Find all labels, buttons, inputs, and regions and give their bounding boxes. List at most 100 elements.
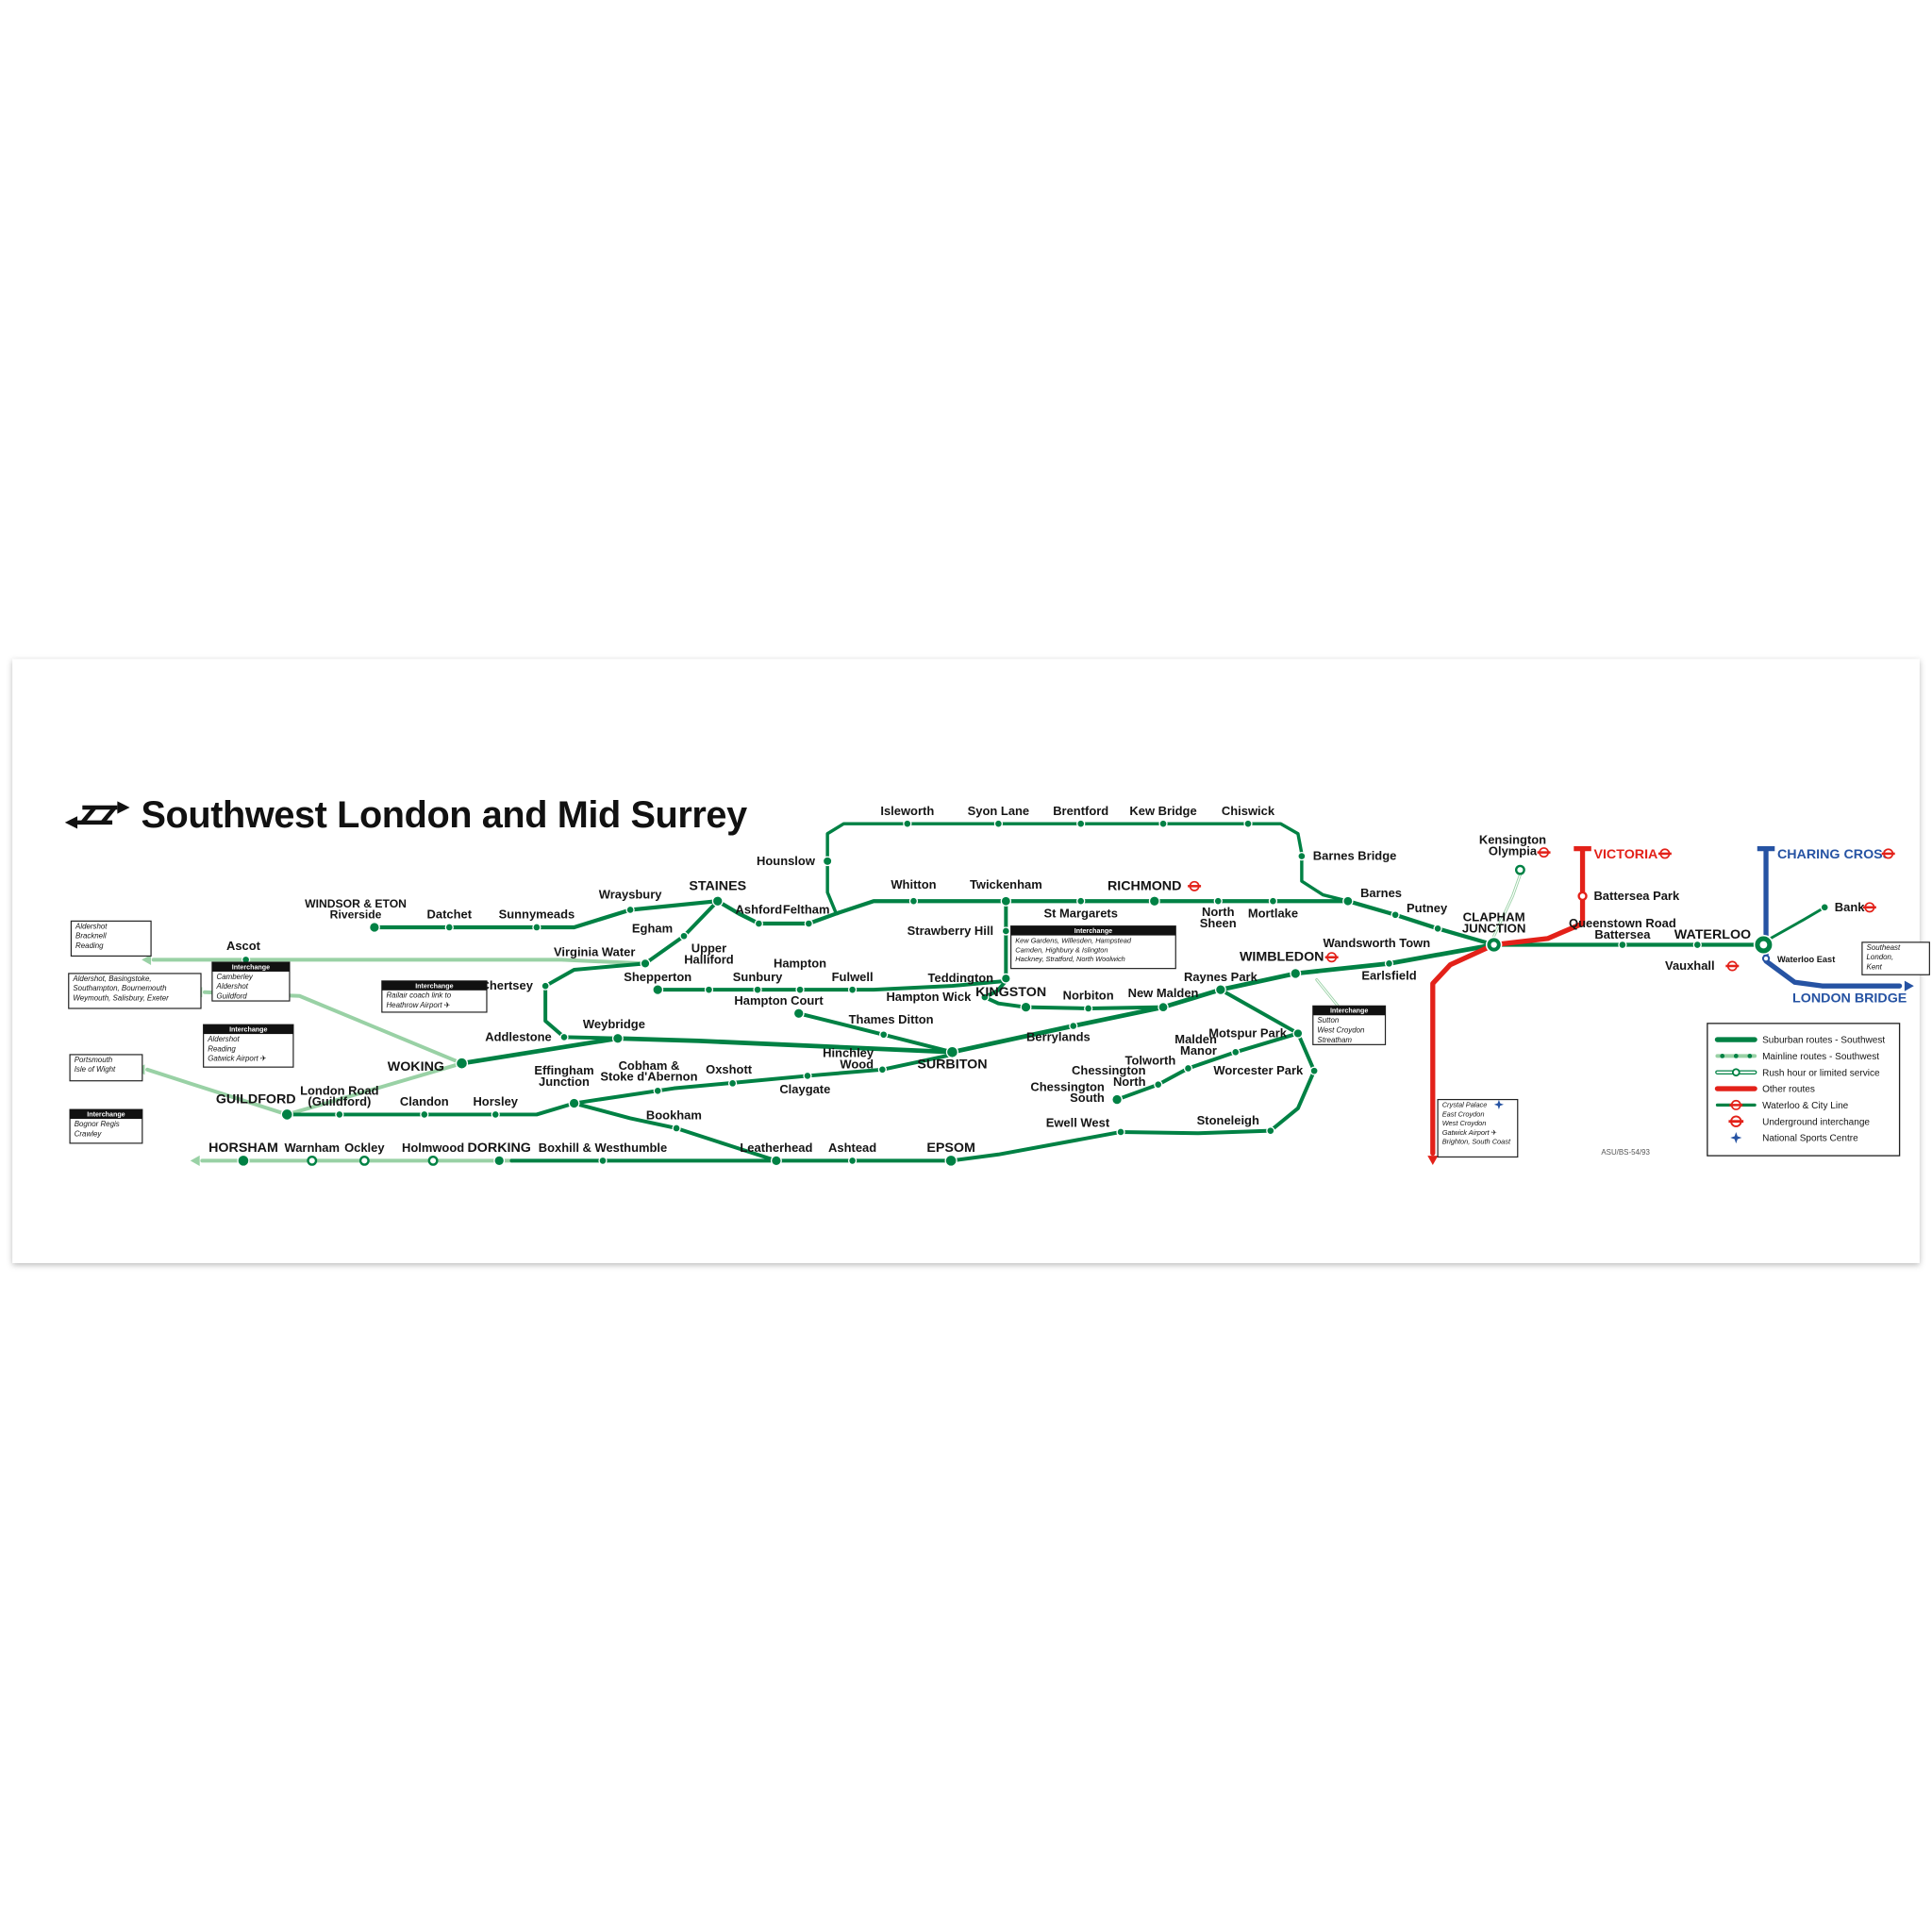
national-sports-centre-icon <box>1493 1099 1505 1109</box>
cobham-stoke-d-abernon-label: Cobham &Stoke d'Abernon <box>600 1058 697 1084</box>
wraysbury-marker <box>625 905 635 915</box>
station-new-malden: New Malden <box>1128 986 1199 1013</box>
kew-gardens-willesden-hampstead-box-line: Kew Gardens, Willesden, Hampstead <box>1015 937 1132 945</box>
station-hampton-wick: Hampton Wick <box>886 990 990 1004</box>
waterloo-marker-core <box>1759 941 1768 949</box>
station-leatherhead: Leatherhead <box>740 1141 812 1167</box>
hounslow-marker <box>822 856 833 867</box>
railair-coach-link-to-box-line: Railair coach link to <box>386 991 451 1000</box>
portsmouth-box-frame <box>69 1054 143 1082</box>
windsor-eton-riverside-marker <box>368 922 380 933</box>
station-putney: Putney <box>1391 901 1448 920</box>
boxhill-westhumble-label: Boxhill & Westhumble <box>539 1141 668 1155</box>
station-holmwood: Holmwood <box>402 1141 464 1166</box>
station-epsom: EPSOM <box>926 1141 975 1168</box>
victoria-label: VICTORIA <box>1593 847 1657 862</box>
station-ockley: Ockley <box>344 1141 385 1166</box>
camberley-box-line: Camberley <box>217 973 254 981</box>
legend-label-mainline: Mainline routes - Southwest <box>1762 1052 1879 1062</box>
aldershot-box-frame <box>70 920 152 958</box>
malden-manor-marker <box>1231 1047 1241 1057</box>
kingston-marker <box>1020 1001 1032 1013</box>
hinchley-wood-marker <box>877 1065 887 1074</box>
portsmouth-box-line: Isle of Wight <box>75 1065 116 1074</box>
london-road-guildford-label: London Road(Guildford) <box>300 1083 379 1108</box>
legend-mainline-dot <box>1720 1054 1725 1058</box>
chiswick-label: Chiswick <box>1222 804 1275 818</box>
shepperton-label: Shepperton <box>624 970 691 984</box>
route-ascot <box>151 958 647 966</box>
legend-item-suburban: Suburban routes - Southwest <box>1714 1036 1885 1046</box>
ockley-marker <box>358 1155 370 1166</box>
station-worcester-park: Worcester Park <box>1213 1063 1319 1077</box>
underground-roundel-icon <box>1725 960 1740 972</box>
route-kensington-olympia-limited-core <box>1493 874 1522 937</box>
kew-bridge-marker <box>1158 819 1168 828</box>
chertsey-label: Chertsey <box>480 978 533 992</box>
station-shepperton: Shepperton <box>624 970 691 996</box>
crystal-palace-box-line: West Croydon <box>1442 1119 1487 1127</box>
station-hounslow: Hounslow <box>757 854 833 868</box>
station-london-bridge: LONDON BRIDGE <box>1792 991 1907 1006</box>
woking-label: WOKING <box>388 1059 444 1074</box>
hampton-label: Hampton <box>774 956 826 970</box>
waterloo-east-label: Waterloo East <box>1777 955 1835 964</box>
route-woking-guildford <box>285 1061 464 1117</box>
camberley-box-header-label: Interchange <box>232 963 270 971</box>
aldershot-basingstoke-box-line: Southampton, Bournemouth <box>73 984 167 992</box>
bognor-regis-box-header <box>70 1109 142 1120</box>
station-addlestone: Addlestone <box>485 1029 569 1043</box>
whitton-label: Whitton <box>891 877 936 891</box>
station-wandsworth-town: Wandsworth Town <box>1323 924 1442 950</box>
arrow-reading <box>142 954 152 965</box>
legend-item-mainline: Mainline routes - Southwest <box>1715 1052 1879 1062</box>
railair-coach-link-to-box-header-label: Interchange <box>415 982 453 990</box>
raynes-park-marker <box>1214 984 1226 996</box>
station-london-road-guildford: London Road(Guildford) <box>300 1083 379 1120</box>
station-barnes-bridge: Barnes Bridge <box>1297 849 1396 863</box>
sunbury-label: Sunbury <box>733 970 783 984</box>
charing-cross-label: CHARING CROSS <box>1777 847 1891 862</box>
teddington-label: Teddington <box>928 971 994 985</box>
aldershot-box-line: Reading <box>208 1044 236 1053</box>
station-ashford: Ashford <box>736 902 782 928</box>
station-bank: Bank <box>1820 900 1876 914</box>
station-hampton-court: Hampton Court <box>734 993 824 1020</box>
arrow-horsham-west <box>190 1155 200 1166</box>
station-clandon: Clandon <box>400 1094 449 1120</box>
clandon-label: Clandon <box>400 1094 449 1108</box>
station-wimbledon: WIMBLEDON <box>1240 950 1339 979</box>
virginia-water-marker <box>640 958 651 969</box>
leatherhead-marker <box>770 1155 782 1167</box>
station-weybridge: Weybridge <box>583 1017 645 1044</box>
fulwell-label: Fulwell <box>832 970 874 984</box>
aldershot-box-line: Aldershot <box>207 1035 240 1043</box>
route-guildford-portsmouth <box>145 1067 290 1117</box>
station-chiswick: Chiswick <box>1222 804 1275 828</box>
brentford-label: Brentford <box>1053 804 1108 818</box>
syon-lane-label: Syon Lane <box>968 804 1030 818</box>
epsom-marker <box>944 1154 958 1168</box>
leatherhead-label: Leatherhead <box>740 1141 812 1155</box>
raynes-park-label: Raynes Park <box>1184 970 1258 984</box>
mortlake-marker <box>1268 896 1278 906</box>
boxhill-westhumble-marker <box>598 1156 608 1166</box>
crystal-palace-box-frame <box>1437 1098 1519 1158</box>
chertsey-marker <box>541 981 550 991</box>
sutton-box-header-label: Interchange <box>1330 1008 1368 1015</box>
oxshott-label: Oxshott <box>706 1062 753 1076</box>
horsham-marker <box>237 1154 250 1168</box>
addlestone-marker <box>559 1032 569 1042</box>
legend-label-suburban: Suburban routes - Southwest <box>1762 1036 1885 1046</box>
